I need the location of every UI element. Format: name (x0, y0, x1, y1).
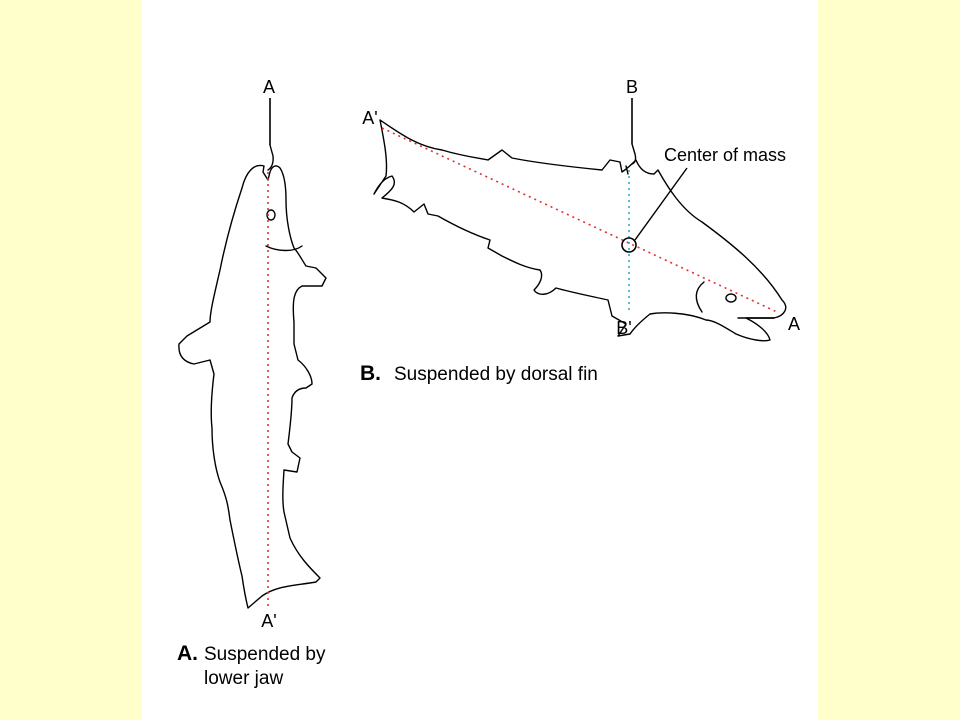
panel-b-fish-outline (373, 119, 787, 342)
panel-b-axis-line-red (381, 127, 778, 313)
panel-a-caption-letter: A. (177, 642, 198, 665)
diagram-canvas: A A' A. Suspended by lower jaw B B' A' A… (177, 77, 800, 689)
center-of-mass-marker (621, 237, 637, 253)
panel-a-fish-outline (178, 164, 327, 609)
panel-a-eye (266, 209, 276, 221)
panel-b-caption-letter: B. (360, 362, 381, 385)
panel-a-hook (267, 144, 274, 171)
panel-a-gill (265, 245, 303, 252)
panel-b: B B' A' A Center of mass B. Suspended by… (360, 77, 800, 385)
panel-a: A A' A. Suspended by lower jaw (177, 77, 327, 689)
center-of-mass-label: Center of mass (664, 145, 786, 165)
panel-b-label-head: A (788, 314, 800, 334)
panel-b-gill (695, 281, 705, 313)
panel-a-label-top: A (263, 77, 275, 97)
panel-b-label-tail: A' (362, 108, 377, 128)
panel-b-eye (725, 293, 737, 303)
panel-a-caption-line1: Suspended by (204, 644, 326, 665)
center-of-mass-leader (634, 167, 688, 241)
panel-b-label-bottom: B' (616, 318, 631, 338)
panel-b-hook-tip (625, 165, 629, 175)
panel-a-caption-line2: lower jaw (204, 668, 283, 689)
panel-b-caption-text: Suspended by dorsal fin (394, 364, 598, 385)
panel-b-label-top: B (626, 77, 638, 97)
panel-a-label-bottom: A' (261, 611, 276, 631)
diagram-card: A A' A. Suspended by lower jaw B B' A' A… (142, 0, 818, 720)
